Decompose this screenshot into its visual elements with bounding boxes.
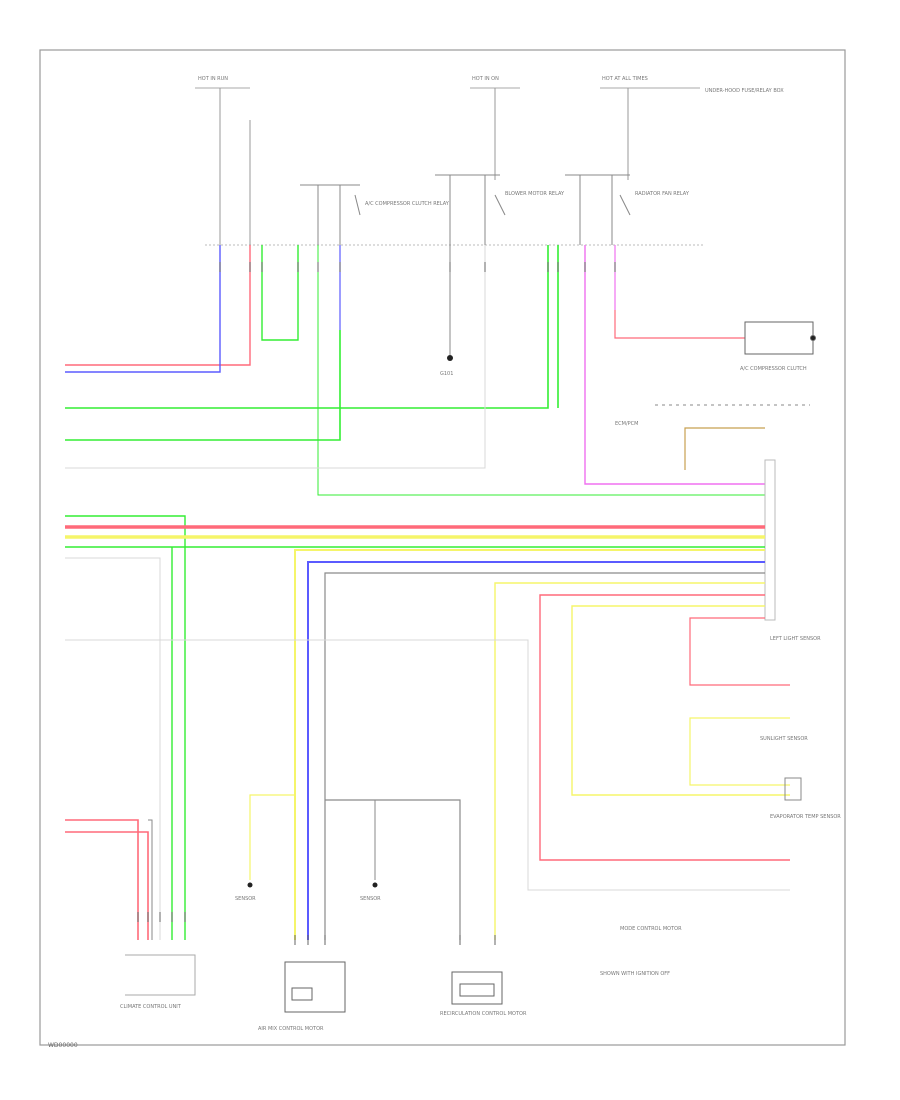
sunlight-sensor-label: SUNLIGHT SENSOR <box>760 736 808 742</box>
fuse-label-left: HOT IN RUN <box>198 76 228 82</box>
wire-gray-lower <box>148 819 153 940</box>
wire-green-long-3 <box>317 245 765 496</box>
wire-gray-sensor-b <box>325 799 461 940</box>
wire-yellow-sensor-a <box>249 794 295 880</box>
wire-blue-airmix <box>307 561 765 940</box>
climate-connector <box>764 459 776 621</box>
g101-label: G101 <box>440 371 453 377</box>
wire-green-long-2 <box>65 330 341 441</box>
fuse-label-right: HOT AT ALL TIMES <box>602 76 648 82</box>
recirc-motor-label: RECIRCULATION CONTROL MOTOR <box>440 1011 527 1017</box>
wire-light-1 <box>65 245 486 469</box>
sensor-b-terminal <box>372 882 378 888</box>
wire-gray-airmix <box>324 572 765 940</box>
right-note-label: SHOWN WITH IGNITION OFF <box>600 971 670 977</box>
wire-magenta <box>584 245 765 485</box>
wire-red-loop <box>539 594 790 861</box>
wire-blue-top <box>65 245 221 373</box>
ac-relay-label: A/C COMPRESSOR CLUTCH RELAY <box>365 201 450 207</box>
wire-green-main <box>65 515 186 940</box>
connector-pins <box>219 262 616 272</box>
wire-light-main <box>65 557 161 940</box>
diagram-border <box>39 49 846 1046</box>
wire-red-lower-2 <box>65 831 149 940</box>
wire-yellow-airmix <box>294 549 765 940</box>
left-light-sensor-label: LEFT LIGHT SENSOR <box>770 636 821 642</box>
ecm-block <box>655 404 810 470</box>
fan-relay-label: RADIATOR FAN RELAY <box>635 191 690 197</box>
wire-green-long-1 <box>65 245 549 409</box>
fuse-box-note: UNDER-HOOD FUSE/RELAY BOX <box>705 88 784 94</box>
ac-clutch-label: A/C COMPRESSOR CLUTCH <box>740 366 807 372</box>
recirc-motor-box <box>451 971 503 1005</box>
wire-yellow-right <box>571 605 790 796</box>
air-mix-motor-box <box>284 961 346 1013</box>
sensor-a-terminal <box>247 882 253 888</box>
sensor-b-label: SENSOR <box>360 896 381 902</box>
wire-red-clutch <box>614 310 745 339</box>
sensor-a-label: SENSOR <box>235 896 256 902</box>
wire-red-top <box>65 245 251 366</box>
footer-code: WD00000 <box>48 1042 78 1049</box>
wire-yellow-recirc <box>494 582 765 940</box>
evap-sensor-label: EVAPORATOR TEMP SENSOR <box>770 814 841 820</box>
fuse-label-mid: HOT IN ON <box>472 76 499 82</box>
evap-sensor-symbol <box>784 777 802 801</box>
ac-clutch-symbol <box>744 321 816 355</box>
wire-light-long <box>65 639 790 891</box>
relay-symbols <box>300 174 631 245</box>
fuse-feed-lines <box>219 88 629 245</box>
bottom-connector-pins <box>137 912 496 945</box>
climate-unit-label: CLIMATE CONTROL UNIT <box>120 1004 182 1010</box>
ecm-label: ECM/PCM <box>615 421 638 427</box>
climate-unit-box <box>125 954 196 996</box>
wire-red-lower-1 <box>65 819 139 940</box>
mode-motor-label: MODE CONTROL MOTOR <box>620 926 682 932</box>
blower-relay-label: BLOWER MOTOR RELAY <box>505 191 565 197</box>
wire-red-llsensor <box>689 617 790 686</box>
air-mix-motor-label: AIR MIX CONTROL MOTOR <box>258 1026 324 1032</box>
wire-green-loop <box>261 245 299 341</box>
wire-yellow-sunlight <box>689 717 790 786</box>
